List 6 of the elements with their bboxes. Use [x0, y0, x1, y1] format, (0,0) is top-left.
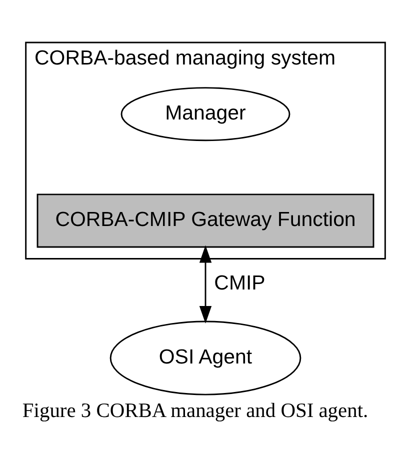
edge-label: CMIP: [214, 272, 266, 295]
node-ellipse: OSI Agent: [110, 320, 302, 396]
node-box: CORBA-CMIP Gateway Function: [36, 194, 374, 248]
node-ellipse: Manager: [120, 87, 290, 142]
caption: Figure 3 CORBA manager and OSI agent.: [22, 400, 368, 422]
arrow: [199, 245, 212, 324]
